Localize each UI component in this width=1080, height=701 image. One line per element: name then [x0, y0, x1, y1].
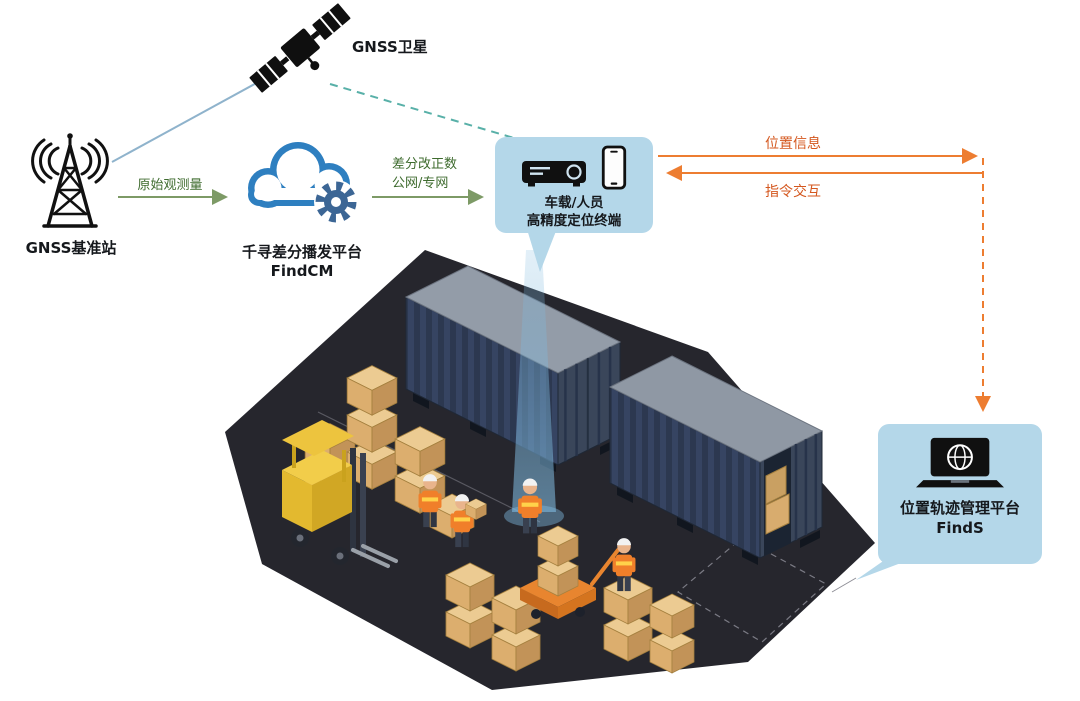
pallet-jack [520, 525, 620, 619]
management-platform-card: 位置轨迹管理平台 FindS [878, 424, 1042, 564]
corrections-label-line2: 公网/专网 [392, 176, 449, 191]
platform-label-line2: FindS [936, 519, 984, 538]
cloud-platform-name: FindCM [270, 262, 334, 280]
cloud-platform-icon [248, 142, 358, 224]
vehicle-terminal-icon [521, 161, 586, 187]
terminal-card: 车载/人员 高精度定位终端 [495, 137, 653, 233]
positioning-beam [512, 250, 556, 512]
warehouse-illustration [225, 250, 875, 690]
laptop-globe-icon [916, 437, 1004, 488]
connector-lines [111, 79, 991, 412]
terminal-label-line2: 高精度定位终端 [526, 213, 622, 230]
satellite-to-terminal-dashed-line [329, 83, 515, 139]
terminal-bubble-tail [526, 226, 558, 272]
terminal-icons [521, 142, 628, 192]
corrections-label-line1: 差分改正数 [392, 157, 458, 172]
container-2 [608, 355, 824, 565]
raw-observation-label: 原始观测量 [137, 178, 203, 193]
base-station-label: GNSS基准站 [25, 239, 117, 257]
platform-pointer-line [831, 577, 857, 593]
terminal-label-line1: 车载/人员 [544, 195, 604, 211]
platform-label-line1: 位置轨迹管理平台 [899, 499, 1020, 517]
smartphone-icon [601, 145, 626, 190]
cloud-platform-label: 千寻差分播发平台 [241, 243, 362, 261]
gear-icon [314, 180, 358, 224]
gnss-satellite-icon [249, 3, 351, 93]
command-interaction-label: 指令交互 [765, 184, 821, 200]
satellite-label: GNSS卫星 [352, 38, 428, 56]
position-info-label: 位置信息 [765, 136, 821, 152]
satellite-to-base-line [111, 79, 263, 163]
forklift [282, 420, 398, 568]
gnss-base-station-icon [31, 133, 109, 228]
